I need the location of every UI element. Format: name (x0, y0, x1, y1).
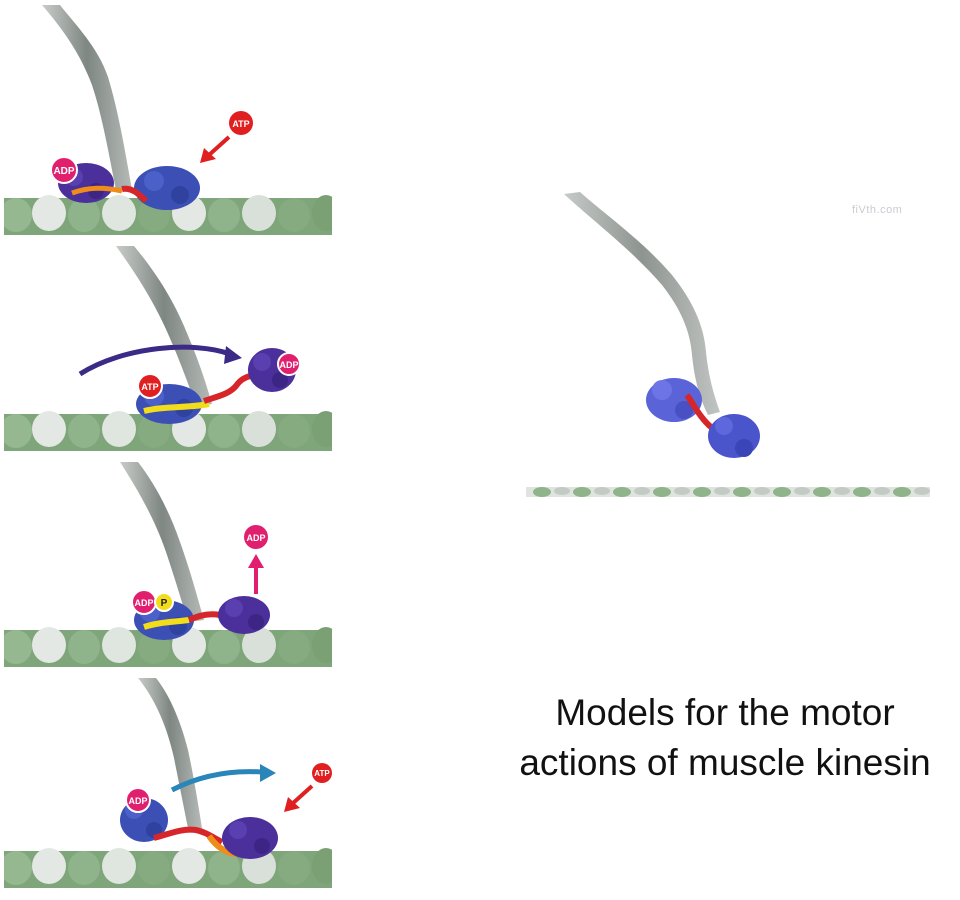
step-2-illustration: ATP ADP (4, 246, 332, 451)
adp-badge: ADP (125, 787, 151, 813)
atp-badge: ATP (312, 763, 332, 783)
simulation-stalk (564, 192, 720, 415)
forward-step-arrow (170, 764, 276, 793)
adp-badge: ADP (277, 352, 301, 376)
neck-linker-red (153, 826, 224, 845)
step-4-illustration: ADP ATP (4, 678, 332, 888)
simulation-head-rear (646, 378, 702, 422)
motor-head-front (218, 596, 270, 634)
adp-badge: ADP (50, 156, 78, 184)
phosphate-badge: P (154, 592, 174, 612)
neck-linker-yellow (143, 617, 190, 630)
atp-binding-arrow (284, 784, 314, 812)
head-swing-arrow (78, 344, 242, 377)
svg-text:ADP: ADP (53, 166, 74, 177)
caption-line-2: actions of muscle kinesin (519, 742, 931, 783)
figure-caption: Models for the motor actions of muscle k… (490, 688, 960, 788)
simulation-illustration (526, 192, 930, 497)
svg-text:ATP: ATP (314, 769, 330, 778)
motor-head-bound (222, 817, 278, 859)
svg-text:ADP: ADP (246, 533, 265, 543)
atp-badge: ATP (229, 111, 253, 135)
neck-linker-orange (71, 185, 123, 196)
neck-linker-red (121, 185, 149, 204)
kinesin-stalk (138, 678, 202, 828)
microtubule (4, 627, 332, 667)
step-1-illustration: ADP ATP (4, 5, 332, 235)
kinesin-stalk (42, 5, 132, 190)
simulation-microtubule (526, 487, 930, 497)
kinesin-step-panel-4: ADP ATP (4, 678, 332, 888)
kinesin-stalk (120, 462, 204, 622)
svg-text:ADP: ADP (128, 796, 147, 806)
kinesin-simulation-frame: fiVth.com (522, 190, 934, 502)
adp-badge: ADP (131, 589, 157, 615)
neck-linker-red (203, 373, 251, 404)
watermark: fiVth.com (852, 204, 903, 216)
caption-line-1: Models for the motor (555, 692, 895, 733)
kinesin-step-panel-3: ADP P ADP (4, 462, 332, 667)
svg-text:ADP: ADP (279, 360, 298, 370)
adp-release-arrow (248, 554, 264, 594)
adp-released-badge: ADP (244, 525, 268, 549)
atp-binding-arrow (200, 135, 231, 163)
motor-head-front (134, 166, 200, 210)
svg-text:ATP: ATP (232, 119, 249, 129)
svg-text:ATP: ATP (141, 382, 158, 392)
kinesin-step-panel-1: ADP ATP (4, 5, 332, 235)
simulation-head-front (708, 414, 760, 458)
svg-text:P: P (161, 598, 168, 609)
atp-badge: ATP (137, 373, 163, 399)
step-3-illustration: ADP P ADP (4, 462, 332, 667)
kinesin-stalk (116, 246, 212, 406)
kinesin-step-panel-2: ATP ADP (4, 246, 332, 451)
svg-text:ADP: ADP (134, 598, 153, 608)
microtubule (4, 848, 332, 888)
neck-linker-yellow (143, 401, 210, 414)
